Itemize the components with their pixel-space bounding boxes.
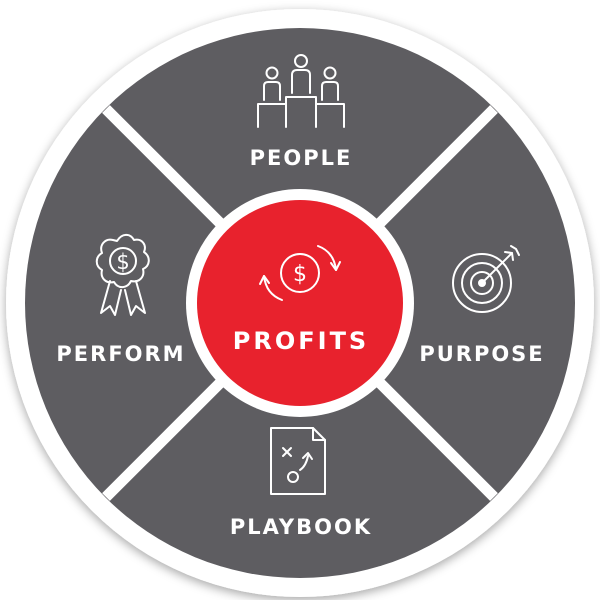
center-profits: $ PROFITS [233, 245, 369, 355]
dollar-sign: $ [293, 262, 307, 287]
segment-label: PEOPLE [250, 146, 353, 170]
segment-label: PERFORM [56, 342, 185, 366]
segment-label: PURPOSE [419, 342, 544, 366]
segment-label: PLAYBOOK [230, 515, 372, 539]
segment-purpose: PURPOSE [419, 245, 544, 366]
playbook-plan-icon [270, 427, 326, 495]
dollar-cycle-icon [259, 245, 341, 301]
people-podium-icon [257, 54, 345, 128]
segment-perform: $ PERFORM [56, 233, 185, 366]
award-ribbon-icon [95, 233, 150, 316]
segment-playbook: PLAYBOOK [230, 427, 372, 539]
center-disc [197, 200, 403, 406]
segment-people: PEOPLE [250, 54, 353, 170]
center-label: PROFITS [233, 327, 369, 355]
target-arrow-icon [452, 245, 520, 313]
dollar-sign: $ [116, 250, 129, 274]
